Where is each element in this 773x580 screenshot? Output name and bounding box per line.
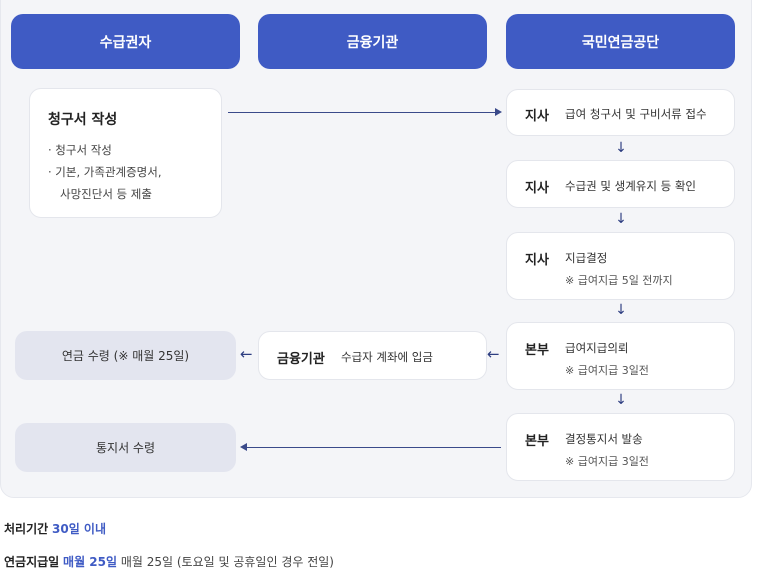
pension-receipt-box: 연금 수령 (※ 매월 25일) xyxy=(15,331,236,380)
request-item: · 청구서 작성 xyxy=(48,143,112,157)
step-office: 지사 xyxy=(525,253,549,268)
flow-line xyxy=(228,112,496,113)
step-desc: 수급권 및 생계유지 등 확인 xyxy=(565,179,697,193)
step-note: ※ 급여지급 5일 전까지 xyxy=(565,274,673,287)
bank-step-title: 금융기관 xyxy=(277,352,325,367)
step-card: 본부 급여지급의뢰 ※ 급여지급 3일전 xyxy=(506,322,735,390)
step-note: ※ 급여지급 3일전 xyxy=(565,364,649,377)
step-desc: 결정통지서 발송 xyxy=(565,432,643,446)
step-desc: 지급결정 xyxy=(565,251,608,265)
header-financial-institution: 금융기관 xyxy=(258,14,487,69)
arrow-down-icon: ↓ xyxy=(615,211,627,227)
arrow-left-icon: ← xyxy=(487,345,500,363)
header-beneficiary: 수급권자 xyxy=(11,14,240,69)
arrow-down-icon: ↓ xyxy=(615,392,627,408)
processing-label: 처리기간 xyxy=(4,522,49,536)
payday-label: 연금지급일 xyxy=(4,555,60,569)
step-desc: 급여 청구서 및 구비서류 접수 xyxy=(565,107,707,121)
step-office: 지사 xyxy=(525,109,549,124)
step-office: 본부 xyxy=(525,434,549,449)
step-office: 본부 xyxy=(525,343,549,358)
request-title: 청구서 작성 xyxy=(48,112,118,128)
bank-deposit-card: 금융기관 수급자 계좌에 입금 xyxy=(258,331,487,380)
arrow-down-icon: ↓ xyxy=(615,302,627,318)
step-desc: 급여지급의뢰 xyxy=(565,341,629,355)
step-card: 지사 지급결정 ※ 급여지급 5일 전까지 xyxy=(506,232,735,300)
step-card: 지사 수급권 및 생계유지 등 확인 xyxy=(506,160,735,208)
arrow-down-icon: ↓ xyxy=(615,140,627,156)
step-card: 본부 결정통지서 발송 ※ 급여지급 3일전 xyxy=(506,413,735,481)
notice-receipt-box: 통지서 수령 xyxy=(15,423,236,472)
arrowhead-right-icon xyxy=(495,108,502,116)
step-note: ※ 급여지급 3일전 xyxy=(565,455,649,468)
flow-line xyxy=(247,447,501,448)
request-item: 사망진단서 등 제출 xyxy=(60,187,152,201)
processing-value: 30일 이내 xyxy=(52,522,106,536)
processing-period: 처리기간 30일 이내 xyxy=(4,520,106,537)
payday-value: 매월 25일 xyxy=(63,555,118,569)
pension-payday: 연금지급일 매월 25일 매월 25일 (토요일 및 공휴일인 경우 전일) xyxy=(4,553,334,570)
payday-note: 매월 25일 (토요일 및 공휴일인 경우 전일) xyxy=(120,555,334,569)
header-nps: 국민연금공단 xyxy=(506,14,735,69)
arrow-left-icon: ← xyxy=(240,345,253,363)
bank-step-desc: 수급자 계좌에 입금 xyxy=(341,350,433,364)
step-card: 지사 급여 청구서 및 구비서류 접수 xyxy=(506,89,735,136)
step-office: 지사 xyxy=(525,181,549,196)
request-item: · 기본, 가족관계증명서, xyxy=(48,165,162,179)
arrowhead-left-icon xyxy=(240,443,247,451)
request-card: 청구서 작성 · 청구서 작성 · 기본, 가족관계증명서, 사망진단서 등 제… xyxy=(29,88,222,218)
